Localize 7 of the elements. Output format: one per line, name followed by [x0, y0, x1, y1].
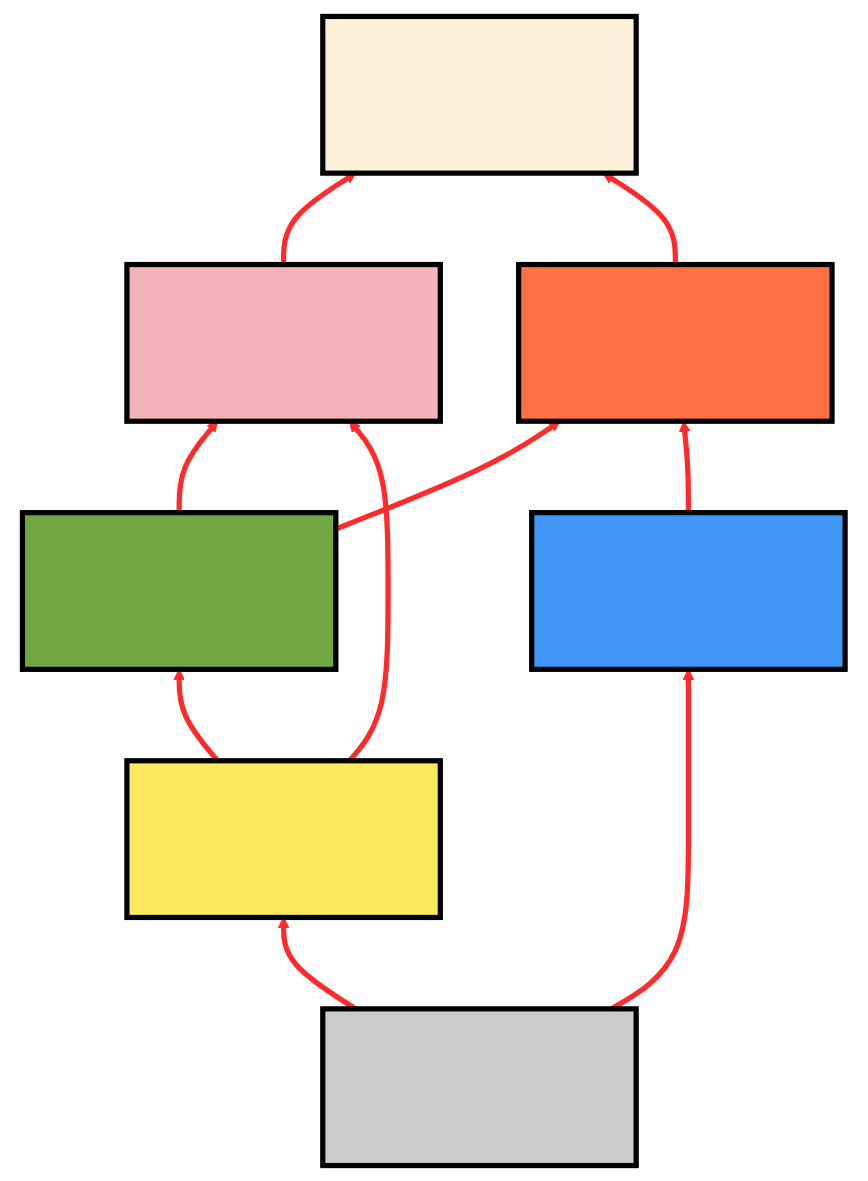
color-box	[516, 261, 835, 424]
color-box	[20, 509, 339, 672]
color-box	[320, 13, 639, 176]
color-box	[124, 261, 444, 424]
color-box	[320, 1005, 639, 1168]
color-box	[124, 757, 444, 920]
color-box	[529, 509, 848, 672]
